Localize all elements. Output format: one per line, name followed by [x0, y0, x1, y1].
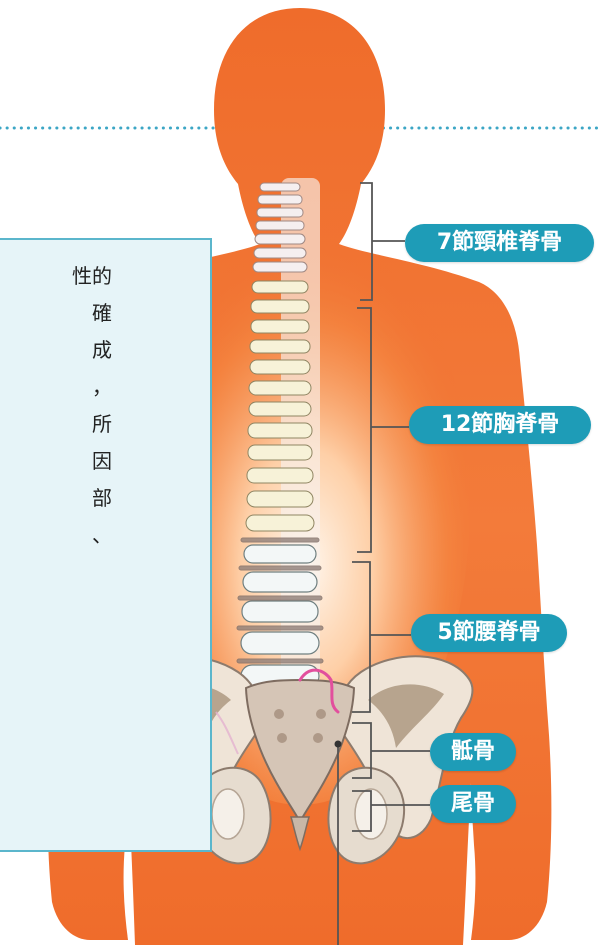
thoracic-vertebra-10 — [247, 468, 313, 483]
partial-text-line-6: 因 — [52, 443, 112, 480]
thoracic-vertebra-4 — [250, 340, 310, 353]
cervical-vertebra-4 — [256, 221, 304, 230]
thoracic-vertebra-11 — [247, 491, 313, 507]
spinal-disc-1 — [241, 538, 319, 542]
sacral-foramen-1 — [274, 709, 284, 719]
thoracic-vertebra-5 — [250, 360, 310, 374]
lumbar-vertebra-3 — [242, 601, 318, 622]
cervical-vertebra-6 — [254, 248, 306, 258]
thoracic-vertebra-1 — [252, 281, 308, 293]
thoracic-vertebra-2 — [251, 300, 309, 313]
thoracic-vertebra-9 — [248, 445, 312, 460]
lumbar-vertebra-1 — [244, 545, 316, 563]
cervical-vertebra-3 — [257, 208, 303, 217]
partial-text-line-8: 、 — [52, 517, 112, 554]
thoracic-vertebra-6 — [249, 381, 311, 395]
partial-text-lines: 性的 確 成 ， 所 因 部 、 — [52, 258, 112, 554]
spinal-disc-3 — [238, 596, 322, 600]
sacral-foramen-2 — [316, 709, 326, 719]
spinal-disc-4 — [237, 626, 323, 630]
lumbar-vertebra-2 — [243, 572, 317, 592]
label-thoracic: 12節胸脊骨 — [409, 406, 591, 444]
lumbar-vertebra-4 — [241, 632, 319, 654]
thoracic-vertebra-3 — [251, 320, 309, 333]
partial-text-line-3: 成 — [52, 332, 112, 369]
left-obturator-foramen — [212, 789, 244, 839]
thoracic-vertebra-12 — [246, 515, 314, 531]
partial-text-line-5: 所 — [52, 406, 112, 443]
partial-text-line-7: 部 — [52, 480, 112, 517]
label-lumbar: 5節腰脊骨 — [411, 614, 567, 652]
sacral-foramen-4 — [313, 733, 323, 743]
thoracic-vertebra-7 — [249, 402, 311, 416]
label-sacrum: 骶骨 — [430, 733, 516, 771]
spinal-disc-2 — [239, 566, 321, 570]
cervical-vertebra-2 — [258, 195, 302, 204]
cervical-vertebra-7 — [253, 262, 307, 272]
cervical-vertebra-1 — [260, 183, 300, 191]
pointer-dot — [335, 741, 342, 748]
cervical-vertebra-5 — [255, 234, 305, 244]
partial-text-line-2: 確 — [52, 295, 112, 332]
partial-text-line-1: 性的 — [52, 258, 112, 295]
thoracic-vertebra-8 — [248, 423, 312, 438]
sacral-foramen-3 — [277, 733, 287, 743]
label-cervical: 7節頸椎脊骨 — [405, 224, 594, 262]
spinal-disc-5 — [237, 659, 323, 663]
label-coccyx: 尾骨 — [430, 785, 516, 823]
partial-text-line-4: ， — [52, 369, 112, 406]
